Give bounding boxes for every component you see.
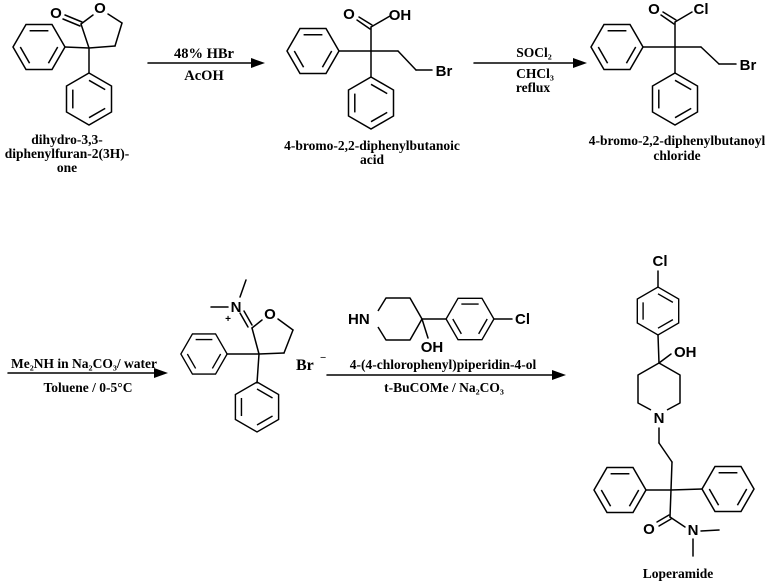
- benzene-ring: [590, 23, 644, 71]
- atom-label-ring-o: O: [94, 0, 106, 17]
- atom-label-chloride: Cl: [694, 1, 709, 18]
- atom-label-hydroxyl: OH: [674, 344, 697, 361]
- atom-label-carbonyl-o: O: [648, 1, 660, 18]
- atom-label-bromide: Br: [436, 63, 453, 80]
- arrow-step-3: Me₂NH in Na₂CO₃/ water Toluene / 0-5°C: [7, 356, 168, 395]
- atom-label-carbonyl-o: O: [343, 6, 355, 23]
- atom-label-ring-n: N: [654, 410, 665, 427]
- reagent-below: t-BuCOMe / Na₂CO₃: [384, 380, 504, 395]
- reagent-below: CHCl₃: [516, 66, 554, 81]
- atom-label-chloride: Cl: [653, 253, 668, 270]
- compound-caption-line: 4-bromo-2,2-diphenylbutanoyl: [589, 133, 766, 148]
- reagent-above: 48% HBr: [174, 46, 235, 62]
- reagent-below: Toluene / 0-5°C: [44, 380, 133, 395]
- compound-caption-line: 4-bromo-2,2-diphenylbutanoic: [284, 138, 460, 153]
- benzene-ring: [286, 27, 340, 75]
- acyl-chloride-bonds: [642, 11, 737, 74]
- benzene-ring: [12, 23, 66, 71]
- compound-caption-line: one: [57, 160, 77, 175]
- atom-label-ring-o: O: [264, 306, 276, 323]
- atom-label-nitrogen: N: [231, 299, 242, 316]
- compound-caption-line: dihydro-3,3-: [31, 132, 102, 147]
- reagent-above: SOCl₂: [516, 45, 552, 60]
- structure-acyl-chloride: O Cl Br 4-bromo-2,2-diphenylbutanoyl chl…: [589, 1, 766, 163]
- piperidinol-bonds: [421, 318, 513, 339]
- structure-loperamide: Cl OH N O N Loperamide: [593, 253, 755, 581]
- arrow-head: [154, 368, 168, 378]
- structure-dihydrofuranone: O O dihydro-3,3- diphenylfuran-2(3H)- on…: [5, 0, 130, 175]
- piperidine-ring: [377, 297, 423, 341]
- arrow-step-1: 48% HBr AcOH: [147, 46, 265, 84]
- benzene-ring: [234, 381, 280, 433]
- atom-label-amine: HN: [348, 311, 370, 328]
- compound-caption-line: chloride: [653, 148, 700, 163]
- atom-label-hydroxyl: OH: [389, 7, 412, 24]
- arrow-head: [251, 58, 265, 68]
- arrow-step-2: SOCl₂ CHCl₃ reflux: [473, 45, 587, 95]
- benzene-ring: [593, 466, 647, 514]
- benzene-ring: [65, 72, 113, 126]
- atom-label-chloride: Cl: [515, 311, 530, 328]
- atom-label-bromide: Br: [740, 57, 757, 74]
- benzene-ring: [701, 465, 755, 513]
- structure-piperidinol: HN OH Cl: [348, 297, 530, 356]
- reagent-above: 4-(4-chlorophenyl)piperidin-4-ol: [350, 357, 537, 372]
- structure-iminium-salt: N + O Br −: [180, 279, 326, 433]
- atom-label-carbonyl-o: O: [50, 5, 62, 22]
- benzene-ring: [445, 297, 495, 341]
- arrow-step-4: 4-(4-chlorophenyl)piperidin-4-ol t-BuCOM…: [326, 357, 566, 395]
- counter-ion-label: Br: [296, 357, 314, 374]
- benzene-ring: [651, 72, 699, 126]
- compound-caption-line: acid: [360, 152, 384, 167]
- benzene-ring: [636, 286, 680, 336]
- bromo-acid-bonds: [338, 15, 433, 78]
- loperamide-bonds: [637, 270, 720, 557]
- arrow-head: [552, 370, 566, 380]
- benzene-ring: [180, 333, 228, 375]
- atom-label-hydroxyl: OH: [421, 339, 444, 356]
- compound-caption-line: diphenylfuran-2(3H)-: [5, 146, 130, 161]
- arrow-head: [573, 58, 587, 68]
- reagent-above: Me₂NH in Na₂CO₃/ water: [11, 356, 157, 371]
- atom-label-plus-charge: +: [225, 314, 231, 325]
- atom-label-amide-n: N: [688, 522, 699, 539]
- reagent-below: AcOH: [184, 68, 224, 84]
- dihydrofuranone-bonds: [62, 13, 123, 74]
- reagent-below: reflux: [516, 80, 550, 95]
- iminium-bonds: [210, 279, 294, 384]
- atom-label-amide-o: O: [643, 521, 655, 538]
- benzene-ring: [347, 76, 395, 130]
- counter-ion-charge: −: [320, 352, 326, 364]
- structure-bromo-acid: O OH Br 4-bromo-2,2-diphenylbutanoic aci…: [284, 6, 460, 167]
- compound-caption: Loperamide: [643, 566, 714, 581]
